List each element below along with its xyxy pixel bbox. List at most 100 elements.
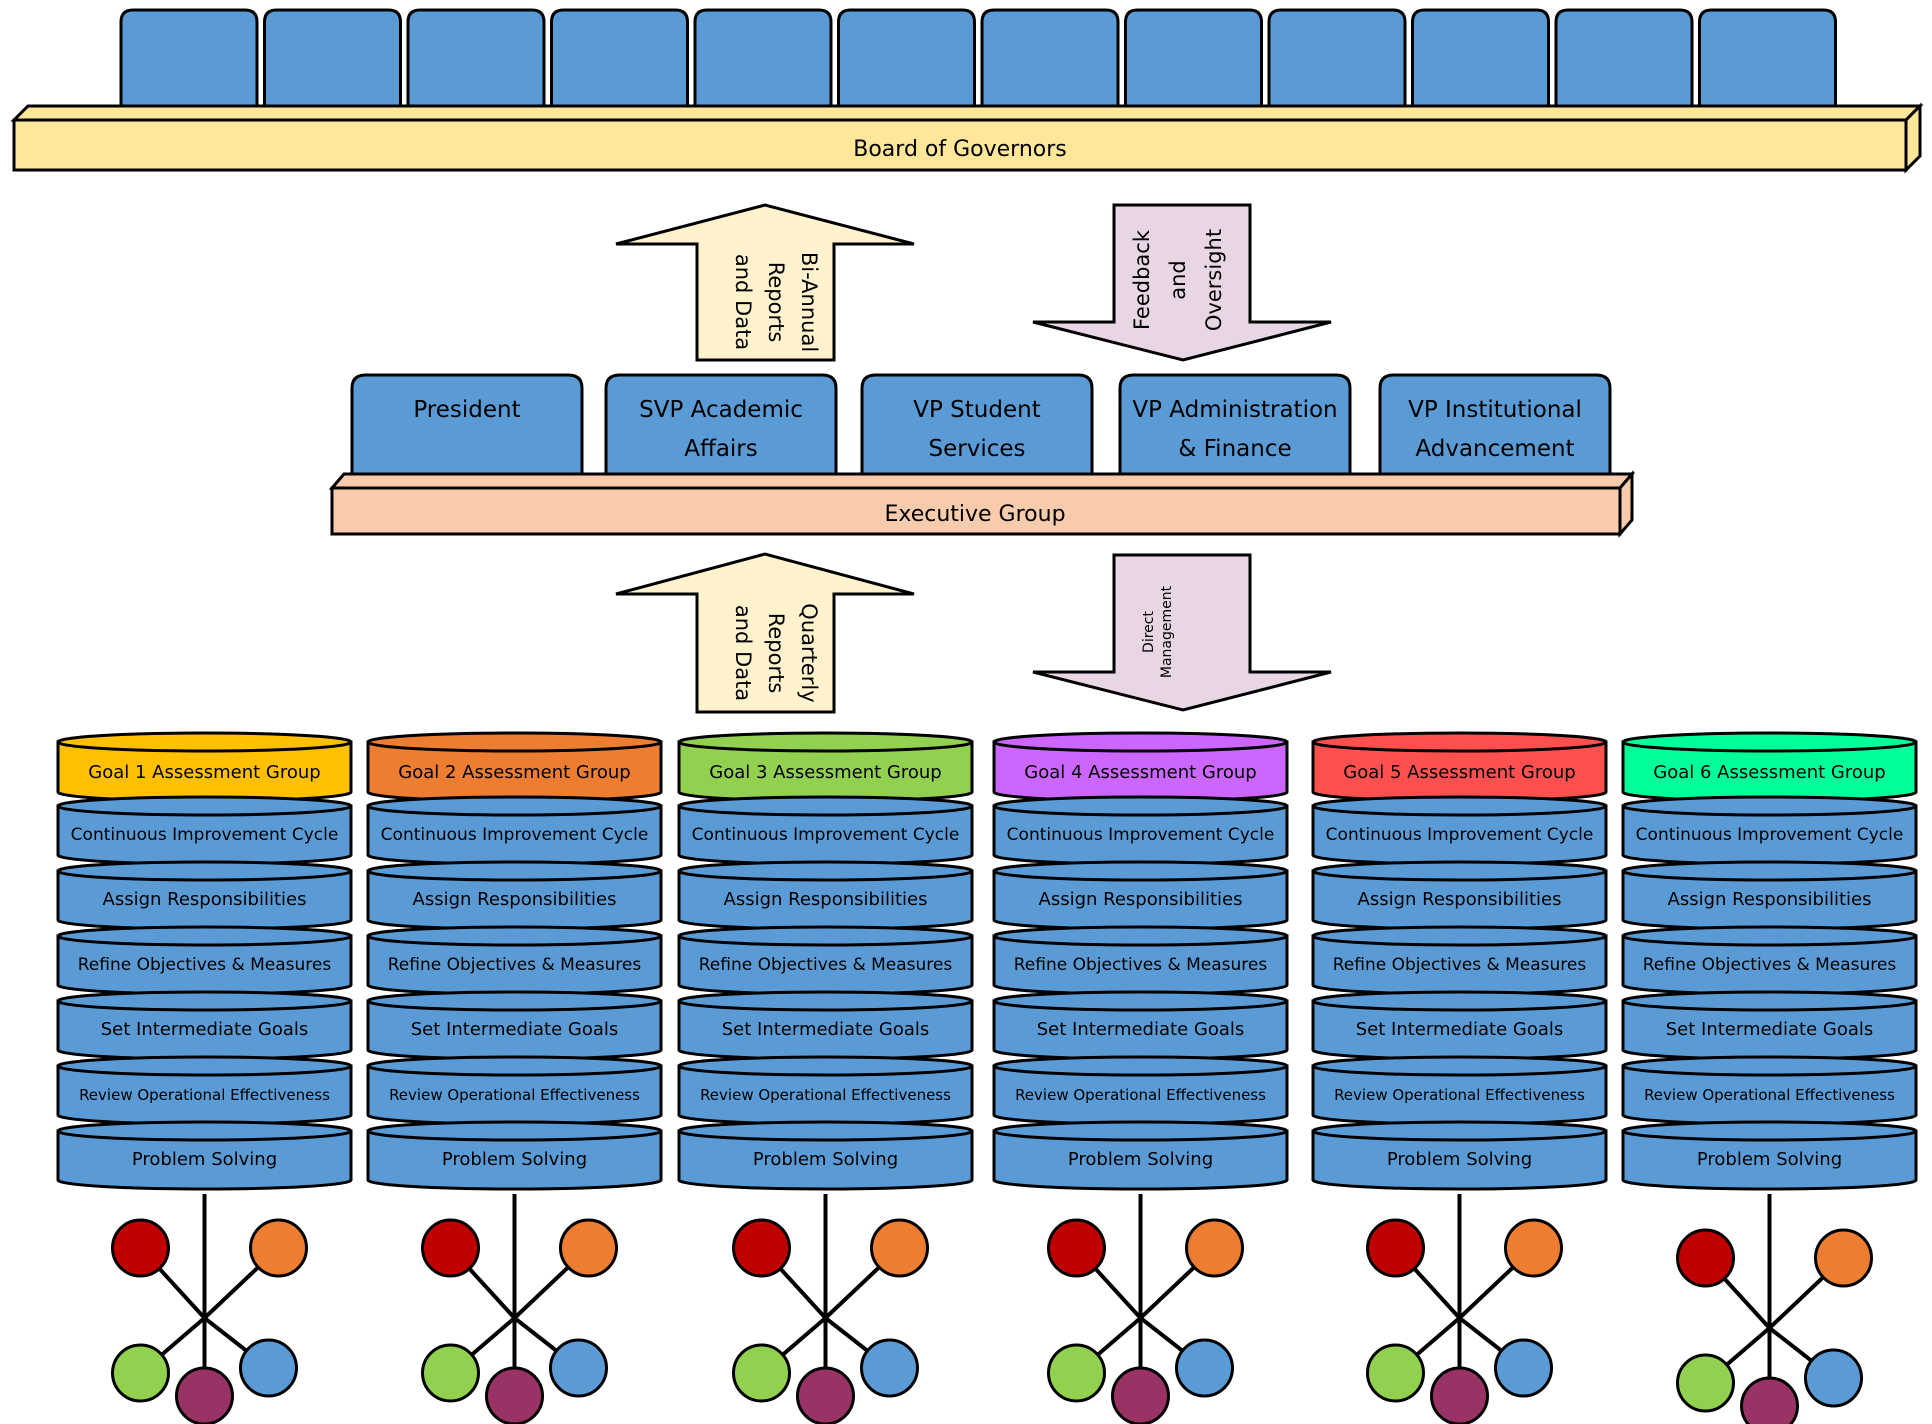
board-of-governors: Board of Governors (10, 8, 1924, 174)
goal-header-label: Goal 2 Assessment Group (398, 762, 630, 783)
goal-header-label: Goal 5 Assessment Group (1343, 762, 1575, 783)
process-layer-label: Set Intermediate Goals (1037, 1019, 1245, 1040)
process-layer-top (366, 990, 663, 1012)
arrow-down-top-line2: and (1166, 260, 1190, 300)
process-layer-top (677, 860, 974, 882)
process-layer: Refine Objectives & Measures (366, 925, 663, 996)
process-layer-top (992, 1120, 1289, 1142)
board-seat (550, 8, 689, 110)
process-layer: Problem Solving (56, 1120, 353, 1191)
process-layer-top (56, 925, 353, 947)
board-seat (263, 8, 402, 110)
process-layer-top (677, 990, 974, 1012)
node-green (1366, 1343, 1425, 1403)
node-red (732, 1218, 791, 1278)
process-layer-label: Problem Solving (753, 1149, 898, 1170)
board-seat (1554, 8, 1694, 110)
process-layer-top (56, 795, 353, 817)
process-layer-top (366, 925, 663, 947)
process-layer: Set Intermediate Goals (1311, 990, 1608, 1061)
process-layer-label: Continuous Improvement Cycle (692, 825, 960, 845)
process-layer: Assign Responsibilities (1311, 860, 1608, 931)
board-top-face (10, 104, 1924, 122)
arrow-up-top-line1: Bi-Annual (797, 252, 821, 352)
process-layer: Set Intermediate Goals (677, 990, 974, 1061)
process-layer-label: Continuous Improvement Cycle (1007, 825, 1275, 845)
board-front-face (12, 118, 1908, 172)
process-layer: Continuous Improvement Cycle (677, 795, 974, 866)
arrow-direct-management: Direct Management (1032, 553, 1332, 712)
process-layer: Assign Responsibilities (677, 860, 974, 931)
node-green (1676, 1353, 1735, 1413)
process-layer-top (1621, 795, 1918, 817)
process-layer: Review Operational Effectiveness (1311, 1055, 1608, 1126)
process-layer-label: Problem Solving (1068, 1149, 1213, 1170)
node-red (111, 1218, 170, 1278)
arrow-up-bottom-line3: and Data (731, 605, 755, 701)
process-layer-top (1311, 1055, 1608, 1077)
process-layer-label: Set Intermediate Goals (1666, 1019, 1874, 1040)
process-layer-label: Continuous Improvement Cycle (1326, 825, 1594, 845)
exec-front-face (330, 486, 1622, 536)
process-layer: Set Intermediate Goals (1621, 990, 1918, 1061)
exec-member-title-line2: Advancement (1415, 436, 1574, 462)
process-layer-label: Problem Solving (442, 1149, 587, 1170)
process-layer-label: Refine Objectives & Measures (1333, 955, 1587, 975)
process-layer-top (992, 1055, 1289, 1077)
process-layer: Continuous Improvement Cycle (366, 795, 663, 866)
process-layer-label: Continuous Improvement Cycle (381, 825, 649, 845)
exec-member-title-line2: Services (929, 436, 1026, 462)
node-green (421, 1343, 480, 1403)
exec-member-title-line2: & Finance (1178, 436, 1291, 462)
exec-member-seat (604, 373, 838, 478)
process-layer-label: Refine Objectives & Measures (1643, 955, 1897, 975)
goal-header-top (992, 731, 1289, 753)
board-seat (1267, 8, 1407, 110)
process-layer-top (992, 990, 1289, 1012)
process-layer: Refine Objectives & Measures (1311, 925, 1608, 996)
goal-header-top (1621, 731, 1918, 753)
node-orange (249, 1218, 308, 1278)
process-layer: Problem Solving (992, 1120, 1289, 1191)
process-layer-label: Problem Solving (1697, 1149, 1842, 1170)
process-layer: Refine Objectives & Measures (677, 925, 974, 996)
arrow-down-top-line1: Feedback (1130, 229, 1154, 330)
node-green (111, 1343, 170, 1403)
board-seat (406, 8, 546, 110)
goal-header: Goal 5 Assessment Group (1311, 731, 1608, 803)
board-seat (1698, 8, 1837, 110)
node-red (421, 1218, 480, 1278)
process-layer: Review Operational Effectiveness (992, 1055, 1289, 1126)
goal-header: Goal 4 Assessment Group (992, 731, 1289, 803)
process-layer-top (366, 795, 663, 817)
exec-member-title: VP Administration (1132, 397, 1337, 423)
process-layer: Continuous Improvement Cycle (992, 795, 1289, 866)
process-layer-label: Refine Objectives & Measures (1014, 955, 1268, 975)
exec-member-title: VP Institutional (1408, 397, 1582, 423)
process-layer-top (677, 795, 974, 817)
process-layer-body (677, 1129, 974, 1191)
process-layer-label: Assign Responsibilities (413, 889, 617, 910)
process-layer: Review Operational Effectiveness (677, 1055, 974, 1126)
process-layer-label: Assign Responsibilities (724, 889, 928, 910)
node-purple (485, 1366, 544, 1424)
arrow-down-bottom-line2: Management (1159, 585, 1175, 678)
process-layer-top (1311, 1120, 1608, 1142)
process-layer-top (992, 860, 1289, 882)
process-layer-label: Refine Objectives & Measures (78, 955, 332, 975)
process-layer-top (677, 1055, 974, 1077)
arrow-up-bottom-line2: Reports (764, 613, 788, 694)
node-purple (1111, 1366, 1170, 1424)
process-layer-top (992, 795, 1289, 817)
process-layer: Review Operational Effectiveness (1621, 1055, 1918, 1126)
process-layer-label: Set Intermediate Goals (722, 1019, 930, 1040)
arrow-quarterly-reports: Quarterly Reports and Data (615, 552, 915, 714)
node-blue (1804, 1348, 1863, 1408)
exec-member-title: President (413, 397, 520, 423)
